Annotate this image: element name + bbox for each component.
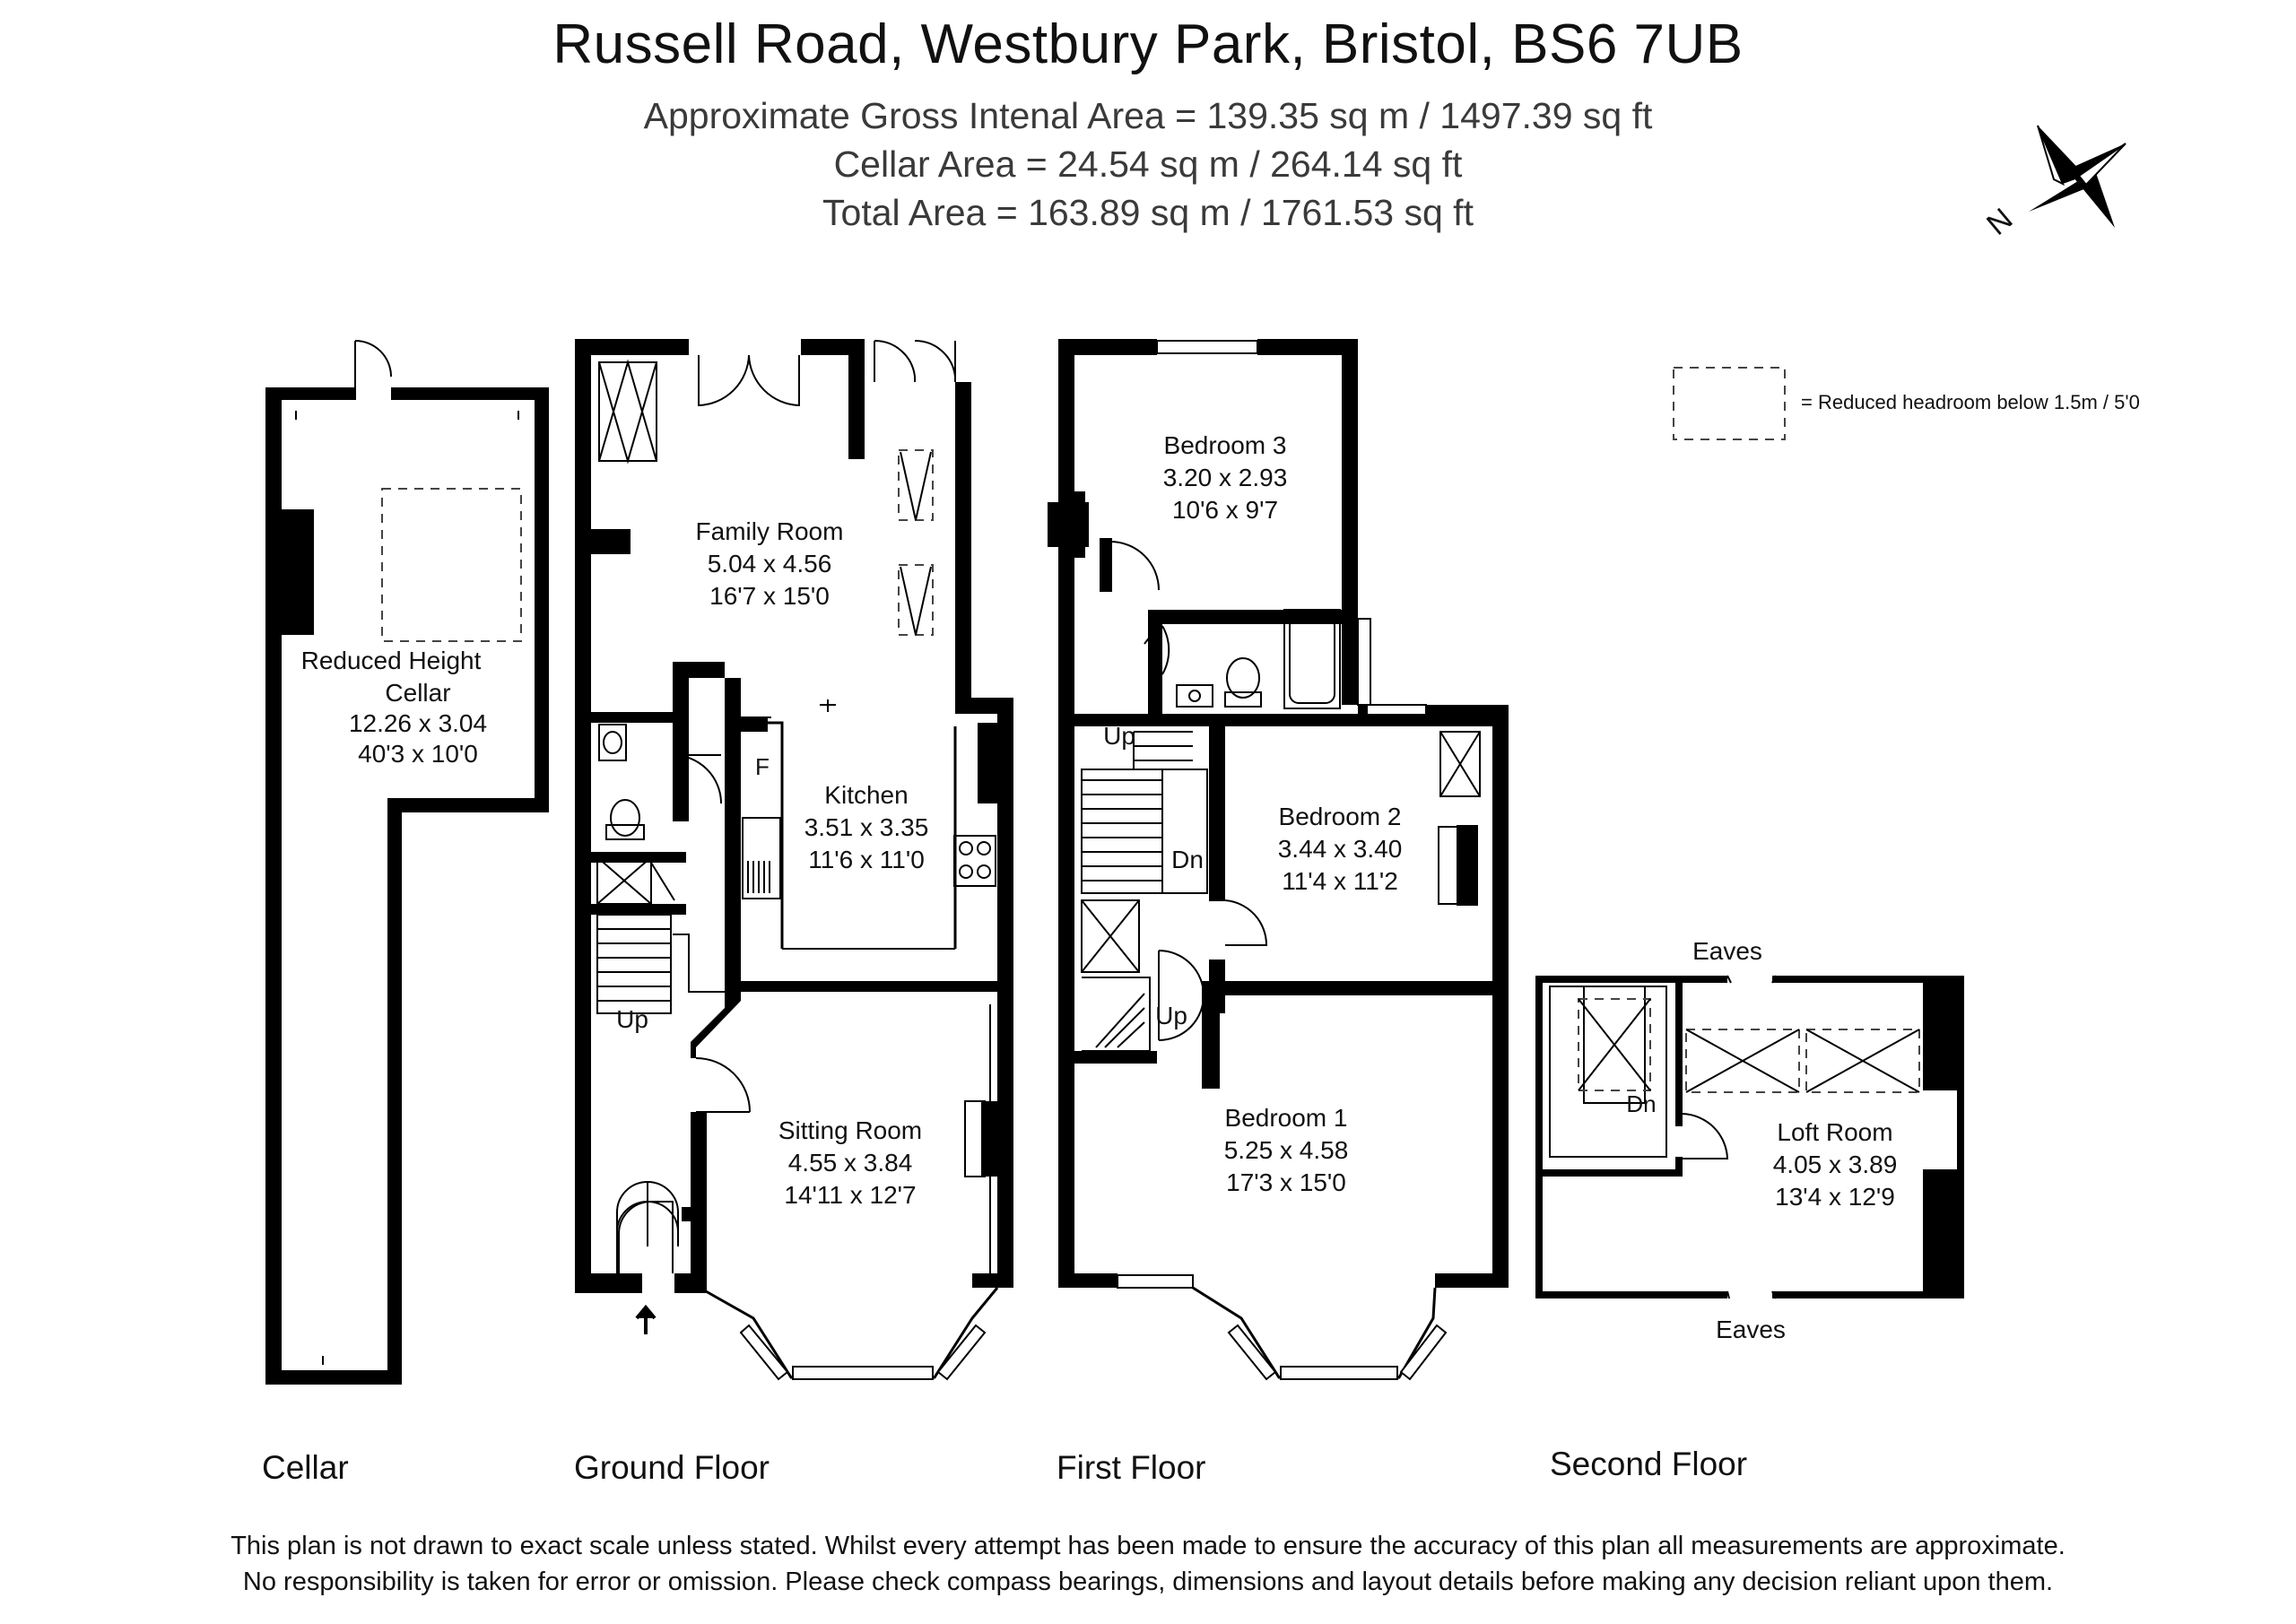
cellar-metric: 12.26 x 3.04	[349, 709, 487, 737]
bedroom3-metric: 3.20 x 2.93	[1163, 464, 1288, 491]
legend-text: = Reduced headroom below 1.5m / 5'0	[1801, 391, 2140, 413]
cellar-reduced-headroom-zone	[381, 488, 522, 642]
cellar-name-2: Cellar	[385, 679, 450, 707]
bedroom2-name: Bedroom 2	[1279, 803, 1402, 830]
bedroom1-name: Bedroom 1	[1225, 1104, 1348, 1132]
disclaimer-line-2: No responsibility is taken for error or …	[242, 1568, 2054, 1596]
bedroom1-imperial: 17'3 x 15'0	[1226, 1168, 1346, 1196]
legend-reduced-headroom-swatch	[1673, 367, 1786, 440]
kitchen-imperial: 11'6 x 11'0	[808, 846, 925, 873]
floor-label-second: Second Floor	[1550, 1446, 1748, 1482]
family-room-name: Family Room	[696, 517, 844, 545]
bedroom3-imperial: 10'6 x 9'7	[1172, 496, 1278, 524]
first-stairs-up-label-2: Up	[1155, 1002, 1187, 1029]
cellar-imperial: 40'3 x 10'0	[358, 740, 478, 768]
sitting-room-name: Sitting Room	[778, 1116, 922, 1144]
ground-floor-plan: F Family Room 5.04 x 4.56 16	[575, 339, 1013, 1381]
cellar-plan: Reduced Height Cellar 12.26 x 3.04 40'3 …	[265, 340, 549, 1385]
total-area-text: Total Area = 163.89 sq m / 1761.53 sq ft	[822, 192, 1474, 233]
second-stairs-down-label: Dn	[1626, 1090, 1656, 1117]
bedroom3-name: Bedroom 3	[1164, 431, 1287, 459]
compass-icon: N	[1980, 125, 2126, 242]
floor-label-first: First Floor	[1057, 1449, 1206, 1486]
bedroom2-imperial: 11'4 x 11'2	[1282, 867, 1398, 895]
plan-title: Russell Road, Westbury Park, Bristol, BS…	[552, 13, 1744, 75]
first-stairs-down-label: Dn	[1171, 846, 1204, 873]
loft-room-name: Loft Room	[1777, 1118, 1892, 1146]
family-room-metric: 5.04 x 4.56	[708, 550, 832, 578]
disclaimer-line-1: This plan is not drawn to exact scale un…	[230, 1532, 2066, 1560]
bedroom2-metric: 3.44 x 3.40	[1278, 835, 1403, 863]
cellar-area-text: Cellar Area = 24.54 sq m / 264.14 sq ft	[833, 143, 1463, 185]
first-floor-plan: Bedroom 3 3.20 x 2.93 10'6 x 9'7 Bedroom…	[1048, 339, 1509, 1381]
kitchen-name: Kitchen	[824, 781, 908, 809]
fridge-label: F	[755, 753, 770, 780]
family-room-imperial: 16'7 x 15'0	[709, 582, 830, 610]
floor-label-cellar: Cellar	[262, 1449, 349, 1486]
second-floor-plan: Loft Room 4.05 x 3.89 13'4 x 12'9 Dn Eav…	[1535, 937, 1964, 1343]
eaves-label-bottom: Eaves	[1716, 1316, 1786, 1343]
eaves-label-top: Eaves	[1692, 937, 1762, 965]
sitting-room-imperial: 14'11 x 12'7	[784, 1181, 916, 1209]
sitting-room-metric: 4.55 x 3.84	[788, 1149, 913, 1177]
compass-north-label: N	[1980, 202, 2019, 242]
first-stairs-up-label: Up	[1103, 722, 1135, 750]
floor-label-ground: Ground Floor	[574, 1449, 770, 1486]
loft-room-imperial: 13'4 x 12'9	[1775, 1183, 1895, 1211]
gross-area-text: Approximate Gross Intenal Area = 139.35 …	[643, 95, 1653, 136]
loft-room-metric: 4.05 x 3.89	[1773, 1151, 1898, 1178]
cellar-name: Reduced Height	[301, 647, 482, 674]
kitchen-metric: 3.51 x 3.35	[804, 813, 929, 841]
bedroom1-metric: 5.25 x 4.58	[1224, 1136, 1349, 1164]
ground-stairs-up-label: Up	[616, 1005, 648, 1033]
